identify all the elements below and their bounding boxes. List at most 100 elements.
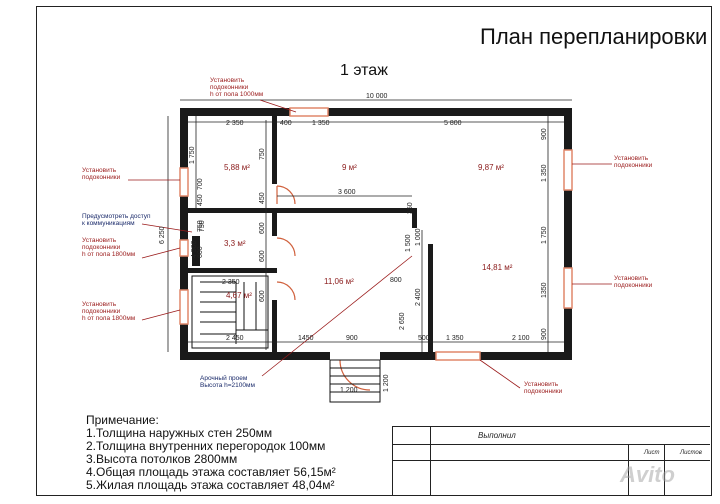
note-sill-bottom-2: подоконники <box>524 388 563 395</box>
note-arch-2: Высота h=2100мм <box>200 382 255 389</box>
dim-inner-8: 600 <box>259 290 266 302</box>
dim-stair: 2 350 <box>222 279 240 286</box>
note-item-2: 2.Толщина внутренних перегородок 100мм <box>86 439 326 453</box>
dim-bottom-3: 900 <box>346 335 358 342</box>
window-left-1 <box>179 167 189 197</box>
doors <box>276 185 371 391</box>
dim-right-3: 1 750 <box>541 226 548 244</box>
dim-top-4: 5 800 <box>444 120 462 127</box>
partitions <box>188 116 433 352</box>
dim-right-5: 900 <box>541 328 548 340</box>
dim-left-height: 6 250 <box>159 226 166 244</box>
service-niche <box>192 236 200 266</box>
stair-outline <box>191 275 269 349</box>
title-block-line <box>392 460 710 461</box>
window-right-1 <box>563 149 573 191</box>
dim-left-2: 700 <box>197 178 204 190</box>
note-item-3: 3.Высота потолков 2800мм <box>86 452 238 466</box>
window-bottom <box>435 351 481 361</box>
dim-left-5: 600 <box>197 246 204 258</box>
dim-bottom-6: 2 100 <box>512 335 530 342</box>
title-block-line <box>664 444 665 496</box>
dim-right-4: 1350 <box>541 282 548 298</box>
avito-watermark: Avito <box>620 462 675 487</box>
note-sill-1800a-2: подоконники <box>82 244 121 251</box>
annotation-leaders <box>128 99 612 389</box>
executed-label: Выполнил <box>478 431 516 440</box>
dimension-lines <box>167 99 572 352</box>
dim-inner-9: 750 <box>199 220 206 232</box>
partition-v4 <box>428 244 433 352</box>
door-swing-1 <box>276 185 296 205</box>
dim-overall: 10 000 <box>366 93 388 100</box>
dim-inner-4: 2 650 <box>399 312 406 330</box>
partition-h1 <box>188 208 416 213</box>
dim-inner-6: 1 500 <box>405 234 412 252</box>
note-sill-right2-1: Установить <box>614 275 649 282</box>
porch-outline <box>329 359 381 403</box>
note-sill-top-2: подоконники <box>210 84 249 91</box>
title-block <box>392 426 710 496</box>
dim-inner-5: 800 <box>390 277 402 284</box>
note-sill-1800b-2: подоконники <box>82 308 121 315</box>
dim-top-2: 400 <box>280 120 292 127</box>
partition-stub <box>412 208 417 228</box>
door-swing-3 <box>276 281 296 301</box>
dim-left-7: 450 <box>259 192 266 204</box>
dim-top-3: 1 350 <box>312 120 330 127</box>
note-sill-right1-1: Установить <box>614 155 649 162</box>
notes-block: Примечание: 1.Толщина наружных стен 250м… <box>86 414 336 492</box>
room-area-6: 14,81 м² <box>482 263 513 272</box>
note-item-4: 4.Общая площадь этажа составляет 56,15м² <box>86 465 336 479</box>
door-swing-2 <box>276 237 296 257</box>
porch-steps <box>329 359 381 403</box>
dim-right-1: 900 <box>541 128 548 140</box>
window-left-3 <box>179 289 189 325</box>
title-block-line <box>392 444 710 445</box>
room-area-3: 9,87 м² <box>478 163 504 172</box>
title-block-line <box>628 444 629 496</box>
dim-porch-width: 1 200 <box>340 387 358 394</box>
window-left-2 <box>179 239 189 257</box>
dim-left-8: 600 <box>259 222 266 234</box>
dim-bottom-1: 2 450 <box>226 335 244 342</box>
note-sill-top-3: h от пола 1000мм <box>210 91 264 98</box>
note-sill-top-1: Установить <box>210 77 245 84</box>
note-access-2: к коммуникациям <box>82 220 135 227</box>
note-sill-right1-2: подоконники <box>614 162 653 169</box>
annotations: Установить подоконники h от пола 1000мм … <box>82 77 653 395</box>
note-sill-1800b-1: Установить <box>82 301 117 308</box>
title-block-line <box>392 426 710 427</box>
dimension-labels: 10 000 2 350 400 1 350 5 800 2 450 1450 … <box>159 93 548 394</box>
note-item-1: 1.Толщина наружных стен 250мм <box>86 426 273 440</box>
dim-bottom-4: 500 <box>418 335 430 342</box>
title-block-line <box>392 426 393 496</box>
note-sill-1800a-3: h от пола 1800мм <box>82 251 136 258</box>
note-sill-bottom-1: Установить <box>524 381 559 388</box>
note-arch-1: Арочный проем <box>200 374 248 382</box>
room-area-1: 5,88 м² <box>224 163 250 172</box>
partition-v3 <box>272 300 277 352</box>
partition-v2 <box>272 212 277 236</box>
outer-walls <box>180 108 572 360</box>
dim-inner-2: 1 000 <box>415 228 422 246</box>
dim-mid-partition: 3 600 <box>338 189 356 196</box>
wall-top <box>180 108 572 116</box>
title-block-line <box>430 426 431 496</box>
dim-bottom-5: 1 350 <box>446 335 464 342</box>
window-top <box>289 107 329 117</box>
door-swing-entry <box>339 359 371 391</box>
dim-right-2: 1 350 <box>541 164 548 182</box>
note-sill-left-2: подоконники <box>82 174 121 181</box>
note-sill-1800b-3: h от пола 1800мм <box>82 315 136 322</box>
wall-left <box>180 108 188 360</box>
dim-inner-3: 2 400 <box>415 288 422 306</box>
note-sill-1800a-1: Установить <box>82 237 117 244</box>
floor-label: 1 этаж <box>340 62 388 79</box>
notes-heading: Примечание: <box>86 413 159 427</box>
wall-right <box>564 108 572 360</box>
dim-left-3: 450 <box>197 194 204 206</box>
dim-left-6: 750 <box>259 148 266 160</box>
